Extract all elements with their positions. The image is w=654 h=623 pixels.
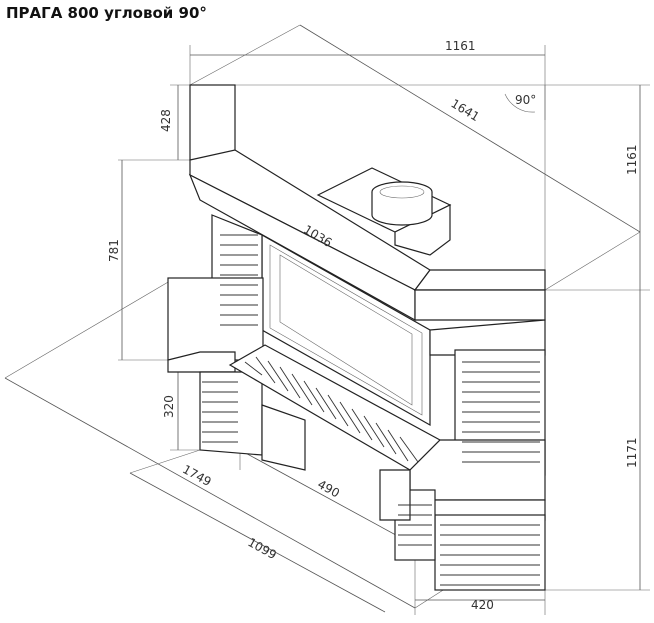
dim-right-lower-height: 1171 (625, 437, 639, 468)
dim-left-middle-height: 781 (107, 239, 121, 262)
dim-diagonal-left: 1749 (180, 462, 214, 489)
dimension-lines (4, 24, 650, 615)
dim-right-upper-height: 1161 (625, 144, 639, 175)
dim-diagonal: 1641 (448, 96, 481, 124)
dim-left-top-height: 428 (159, 109, 173, 132)
dim-top-width: 1161 (445, 39, 476, 53)
dimension-labels: 1161 1641 90° 1161 428 781 1036 320 1171… (107, 39, 639, 612)
dim-angle: 90° (515, 93, 536, 107)
hearth-slats (244, 356, 419, 463)
fireplace-body (167, 84, 546, 591)
dim-opening-width: 490 (315, 477, 342, 500)
diagram-title: ПРАГА 800 угловой 90° (6, 4, 207, 22)
dim-left-lower-height: 320 (162, 395, 176, 418)
dim-bottom-diagonal: 1099 (245, 535, 279, 562)
dim-base-width: 420 (471, 598, 494, 612)
brick-courses (202, 234, 540, 586)
